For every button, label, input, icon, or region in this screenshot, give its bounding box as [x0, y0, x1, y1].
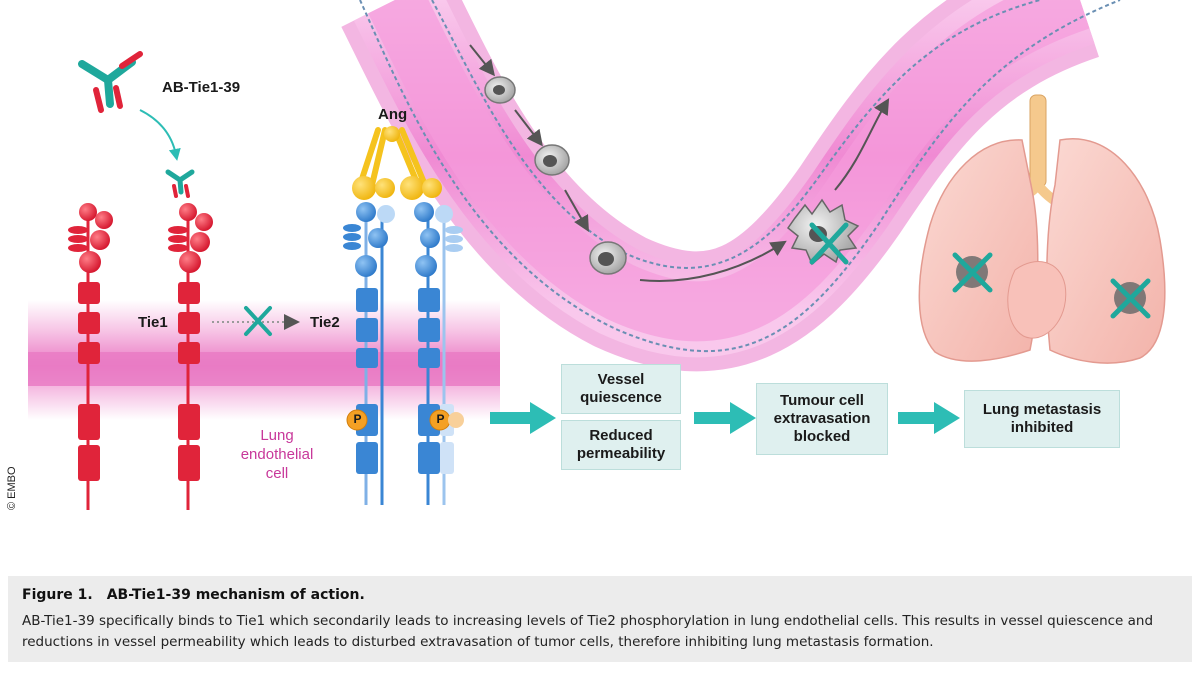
- lung-lesion-left: [952, 252, 993, 293]
- reduced-permeability-box: Reduced permeability: [561, 420, 681, 470]
- caption-title-row: Figure 1. AB-Tie1-39 mechanism of action.: [22, 587, 1178, 603]
- bound-antibody-icon: [165, 169, 195, 198]
- tie1-receptor-a: [68, 203, 113, 510]
- binding-arrow: [139, 109, 181, 161]
- tie2-receptor-b: [414, 202, 464, 505]
- blood-vessel: [341, 0, 1121, 372]
- mechanism-diagram: AB-Tie1-39 Ang Tie1 Tie2 P P Lung endoth…: [6, 0, 1166, 510]
- copyright-notice: © EMBO: [6, 466, 18, 510]
- vessel-quiescence-box: Vessel quiescence: [561, 364, 681, 414]
- flow-arrow-2: [694, 402, 756, 434]
- caption-title: AB-Tie1-39 mechanism of action.: [106, 587, 365, 603]
- tie2-receptor-a: [343, 202, 395, 505]
- extravasation-box: Tumour cell extravasation blocked: [756, 383, 888, 455]
- cell-label: Lung endothelial cell: [240, 427, 314, 482]
- tumour-cell-1: [484, 76, 516, 104]
- tie2-label: Tie2: [310, 314, 340, 331]
- figure-caption: Figure 1. AB-Tie1-39 mechanism of action.…: [8, 576, 1192, 662]
- figure-number: Figure 1.: [22, 587, 93, 603]
- flow-arrows: [469, 44, 890, 282]
- ang-ligand: [352, 126, 442, 200]
- tumour-cell-3: [589, 241, 627, 275]
- tie1-receptor-b: [168, 203, 213, 510]
- phospho-label-b: P: [436, 412, 445, 426]
- phospho-label-a: P: [353, 412, 362, 426]
- metastasis-box: Lung metastasis inhibited: [964, 390, 1120, 448]
- inhibition-x-icon: [244, 306, 272, 336]
- flow-arrow-3: [898, 402, 960, 434]
- block-x-vessel: [809, 222, 849, 265]
- flow-arrow-1: [490, 402, 556, 434]
- antibody-label: AB-Tie1-39: [162, 79, 241, 96]
- diagram-canvas: [28, 0, 1166, 510]
- lung-lesion-right: [1110, 278, 1151, 319]
- tumour-cell-2: [534, 144, 570, 176]
- lungs: [918, 94, 1166, 364]
- ang-label: Ang: [378, 106, 408, 123]
- antibody-icon: [78, 51, 143, 113]
- tie1-label: Tie1: [138, 314, 168, 331]
- caption-body: AB-Tie1-39 specifically binds to Tie1 wh…: [22, 613, 1154, 650]
